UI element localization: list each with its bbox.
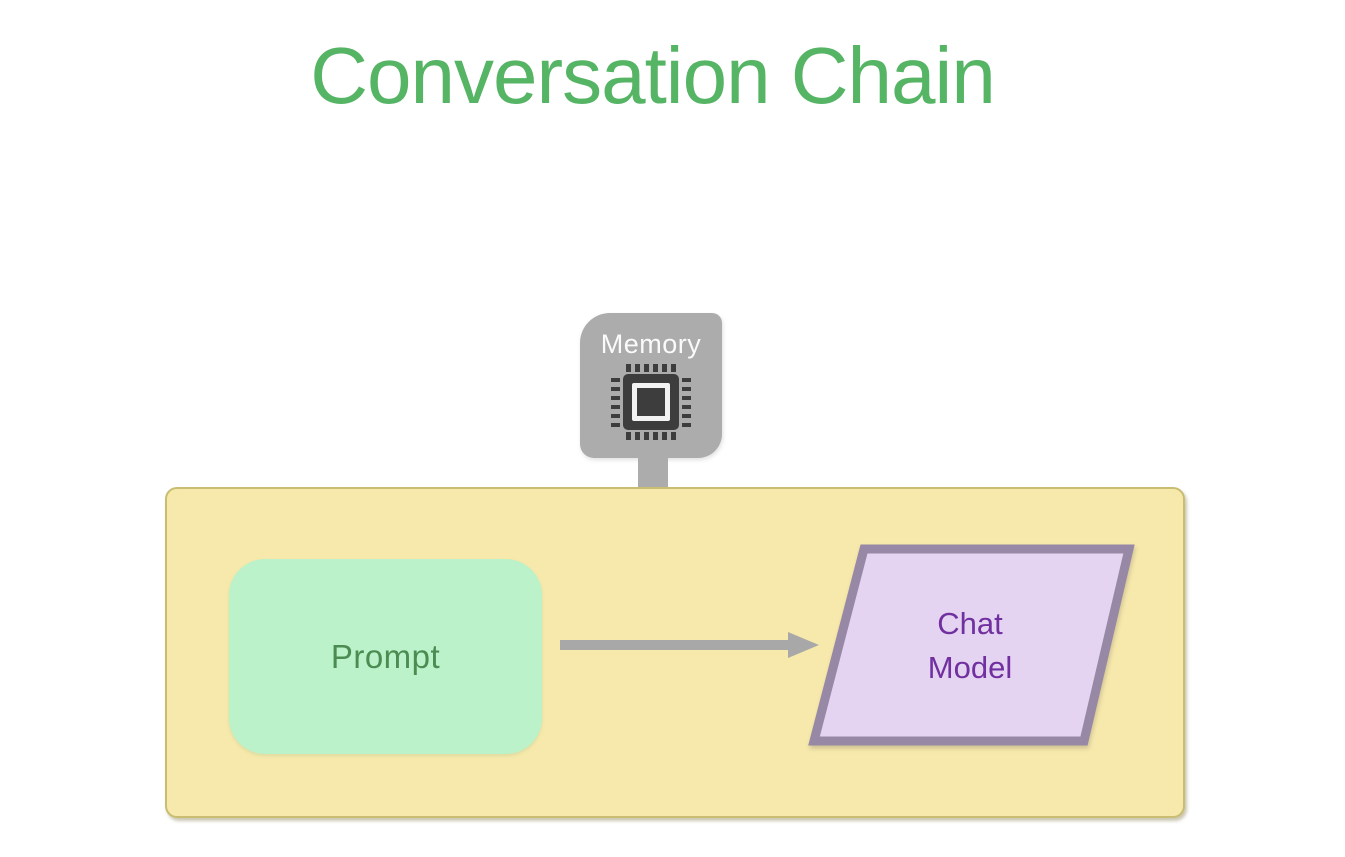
page-title: Conversation Chain: [310, 31, 996, 120]
memory-node: Memory: [580, 313, 722, 458]
memory-connector: [638, 452, 668, 492]
memory-label: Memory: [600, 329, 702, 359]
chat-model-label: Chat Model: [870, 602, 1070, 690]
chip-pins-left: [611, 377, 620, 427]
cpu-chip-icon: [611, 364, 691, 440]
chip-middle-row: [611, 374, 691, 430]
prompt-label: Prompt: [330, 637, 441, 675]
chain-container: Prompt Chat Model: [165, 487, 1185, 818]
chip-pins-right: [682, 377, 691, 427]
chip-pins-bottom: [626, 432, 676, 440]
chat-model-line2: Model: [927, 650, 1013, 685]
arrow-right-icon: [560, 632, 819, 658]
chat-model-shape: [808, 544, 1135, 746]
chat-model-line1: Chat: [937, 606, 1003, 641]
prompt-node: Prompt: [229, 559, 542, 754]
chip-core: [632, 383, 670, 421]
chip-pins-top: [626, 364, 676, 372]
chip-body: [623, 374, 679, 430]
